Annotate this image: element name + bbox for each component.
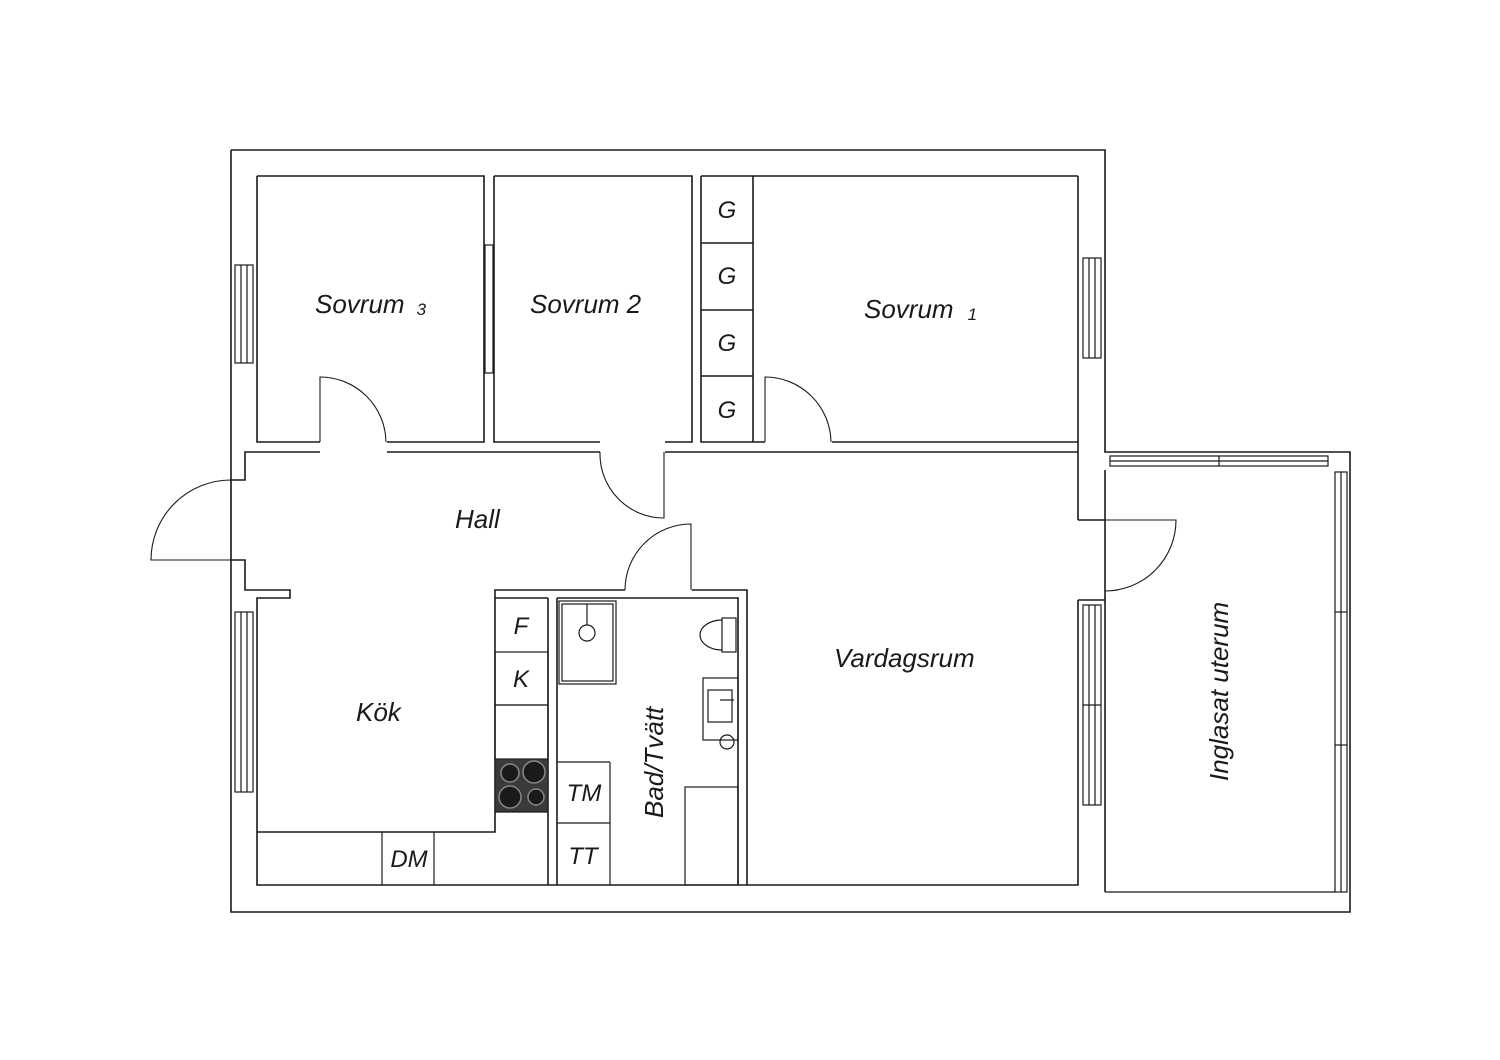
door-bad[interactable] <box>624 523 692 591</box>
wardrobe-label: G <box>718 197 737 224</box>
door-sovrum-2[interactable] <box>599 451 665 519</box>
dryer-label: TT <box>568 843 600 870</box>
kitchen-fixtures <box>381 651 549 885</box>
room-label-hall: Hall <box>455 504 501 534</box>
wardrobe-label: G <box>718 397 737 424</box>
bedroom-walls <box>257 175 1078 453</box>
doors <box>150 376 1177 592</box>
room-label-kok: Kök <box>356 697 403 727</box>
burner <box>527 788 545 806</box>
freezer-label: F <box>514 613 530 640</box>
door-sovrum-3[interactable] <box>319 376 387 443</box>
wardrobe-label: G <box>718 263 737 290</box>
burner <box>500 763 520 783</box>
toilet <box>721 617 737 653</box>
wardrobe-label: G <box>718 330 737 357</box>
door-sovrum-1[interactable] <box>764 376 832 443</box>
fridge-label: K <box>513 666 530 693</box>
outer-walls <box>230 149 1351 913</box>
burner <box>498 785 522 809</box>
washing-machine-label: TM <box>567 780 602 807</box>
burner <box>522 760 546 784</box>
windows <box>234 257 1348 893</box>
dishwasher-label: DM <box>390 846 427 873</box>
entrance-door[interactable] <box>150 479 232 561</box>
room-label-vardagsrum: Vardagsrum <box>834 643 975 673</box>
bathroom-fixtures <box>557 600 739 886</box>
shower <box>558 600 617 685</box>
room-label-inglasat-uterum: Inglasat uterum <box>1204 602 1234 781</box>
door-uterum[interactable] <box>1104 519 1177 592</box>
interior-walls <box>257 470 1106 892</box>
room-label-bad-tvatt: Bad/Tvätt <box>639 705 669 818</box>
